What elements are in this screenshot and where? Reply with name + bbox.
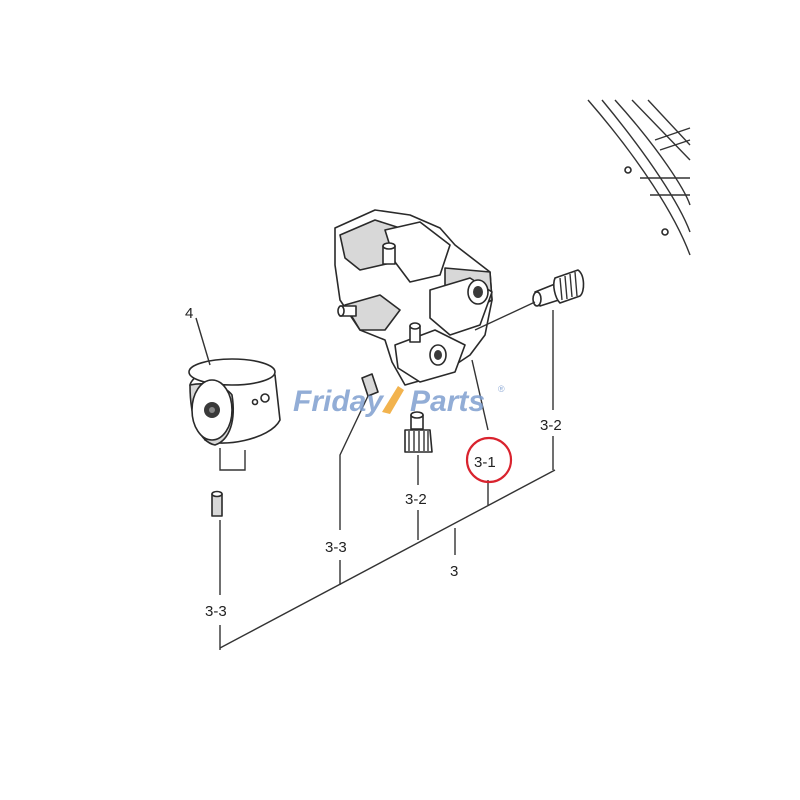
callout-part-3-2-right: 3-2 bbox=[540, 417, 562, 434]
bolt-right-part-3-2 bbox=[532, 269, 585, 307]
set-screw-left-part-3-3 bbox=[211, 490, 223, 517]
flywheel-edge bbox=[587, 99, 691, 256]
coupling-hub-part-4 bbox=[188, 358, 281, 446]
watermark-registered-mark: ® bbox=[498, 384, 505, 394]
watermark-word-parts: Parts bbox=[410, 385, 485, 418]
set-screw-center-part-3-3 bbox=[361, 373, 379, 397]
watermark-accent-icon bbox=[382, 386, 404, 414]
rubber-coupling-part-3-1 bbox=[334, 209, 493, 386]
callout-part-3-3-center: 3-3 bbox=[325, 539, 347, 556]
callout-part-3-2-center: 3-2 bbox=[405, 491, 427, 508]
callout-part-3: 3 bbox=[450, 563, 458, 580]
callout-part-3-3-left: 3-3 bbox=[205, 603, 227, 620]
watermark-word-friday: Friday bbox=[293, 385, 384, 418]
callout-part-4: 4 bbox=[185, 305, 193, 322]
bolt-center-part-3-2 bbox=[404, 411, 433, 453]
watermark-logo: Friday Parts ® bbox=[293, 384, 505, 418]
highlight-circle bbox=[465, 436, 513, 484]
callout-part-3-1: 3-1 bbox=[474, 454, 496, 471]
leader-lines bbox=[195, 301, 556, 650]
